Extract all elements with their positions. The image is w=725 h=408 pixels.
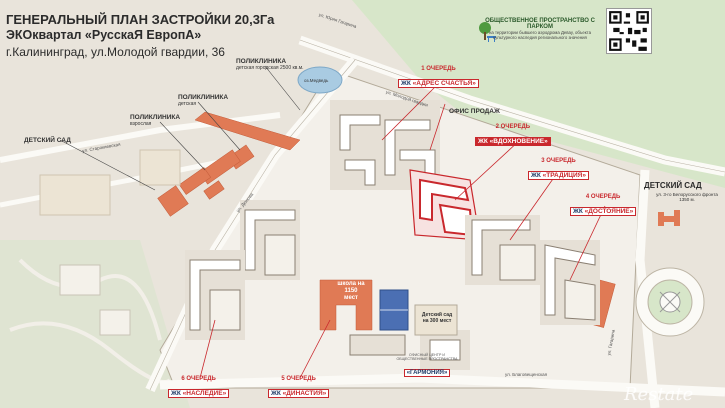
phase-5-badge: ЖК «ДИНАСТИЯ»	[268, 389, 330, 398]
road-west	[0, 112, 281, 163]
park-description: на территории бывшего аэродрома Девау, о…	[489, 30, 591, 40]
roundabout	[635, 267, 705, 337]
park-caption: ОБЩЕСТВЕННОЕ ПРОСТРАНСТВО С ПАРКОМ на те…	[478, 18, 602, 40]
phase-5-label[interactable]: 5 ОЧЕРЕДЬ ЖК «ДИНАСТИЯ»	[268, 376, 330, 400]
label-polyclinic-city: ПОЛИКЛИНИКА детская городская 2500 кв.м.	[236, 58, 304, 71]
phase-3-label[interactable]: 3 ОЧЕРЕДЬ ЖК «ТРАДИЦИЯ»	[528, 158, 589, 182]
plan-subtitle: ЭКОквартал «РусскаЯ ЕвропА»	[6, 28, 202, 42]
block-phase4	[540, 240, 600, 325]
kindergarten-small	[414, 304, 458, 336]
block-phase3	[465, 215, 540, 285]
label-polyclinic-kids: ПОЛИКЛИНИКА детская	[178, 94, 229, 107]
pond	[297, 66, 343, 94]
road-south	[159, 373, 725, 397]
label-sales-office: ОФИС ПРОДАЖ	[449, 108, 500, 115]
kindergarten-building-icon	[658, 210, 680, 226]
phase-1-label[interactable]: 1 ОЧЕРЕДЬ ЖК «АДРЕС СЧАСТЬЯ»	[398, 66, 479, 90]
phase-2-badge: ЖК «ВДОХНОВЕНИЕ»	[475, 137, 551, 146]
block-phase5-6	[185, 200, 470, 370]
label-polyclinic-adult: ПОЛИКЛИНИКА взрослая	[130, 114, 181, 127]
garmonia-building	[349, 334, 406, 356]
watermark-logo: Restate	[624, 384, 694, 405]
qr-code-icon[interactable]	[606, 8, 652, 54]
label-kindergarten-west: ДЕТСКИЙ САД	[24, 137, 71, 144]
phase-2-label[interactable]: 2 ОЧЕРЕДЬ ЖК «ВДОХНОВЕНИЕ»	[475, 124, 551, 148]
park-title: ОБЩЕСТВЕННОЕ ПРОСТРАНСТВО С ПАРКОМ	[485, 18, 595, 30]
label-kindergarten-small: Детский сад на 300 мест	[421, 312, 453, 324]
phase-3-badge: ЖК «ТРАДИЦИЯ»	[528, 171, 589, 180]
road-name-5: ул. Благовещенская	[505, 372, 548, 377]
label-kindergarten-east-distance: ул. 3-го Белорусского фронта 1350 м.	[656, 192, 718, 202]
label-school: школа на 1150 мест	[337, 281, 365, 301]
label-garmonia[interactable]: ОФИСНЫЙ ЦЕНТР И ОБЩЕСТВЕННЫЕ ПРОСТРАНСТВ…	[396, 353, 458, 377]
plan-address: г.Калининград, ул.Молодой гвардии, 36	[6, 45, 225, 59]
label-kindergarten-east: ДЕТСКИЙ САД	[644, 181, 702, 190]
phase-6-label[interactable]: 6 ОЧЕРЕДЬ ЖК «НАСЛЕДИЕ»	[168, 376, 230, 400]
road-east	[635, 169, 660, 408]
phase-6-badge: ЖК «НАСЛЕДИЕ»	[168, 389, 230, 398]
phase-1-badge: ЖК «АДРЕС СЧАСТЬЯ»	[398, 79, 479, 88]
tree-bench-icon	[479, 22, 496, 42]
phase-4-badge: ЖК «ДОСТОЯНИЕ»	[570, 207, 637, 216]
label-pond: оз.Медведь	[304, 78, 329, 83]
phase-4-label[interactable]: 4 ОЧЕРЕДЬ ЖК «ДОСТОЯНИЕ»	[570, 194, 637, 218]
plan-title: ГЕНЕРАЛЬНЫЙ ПЛАН ЗАСТРОЙКИ 20,3Га	[6, 12, 275, 27]
block-phase2	[409, 169, 481, 241]
